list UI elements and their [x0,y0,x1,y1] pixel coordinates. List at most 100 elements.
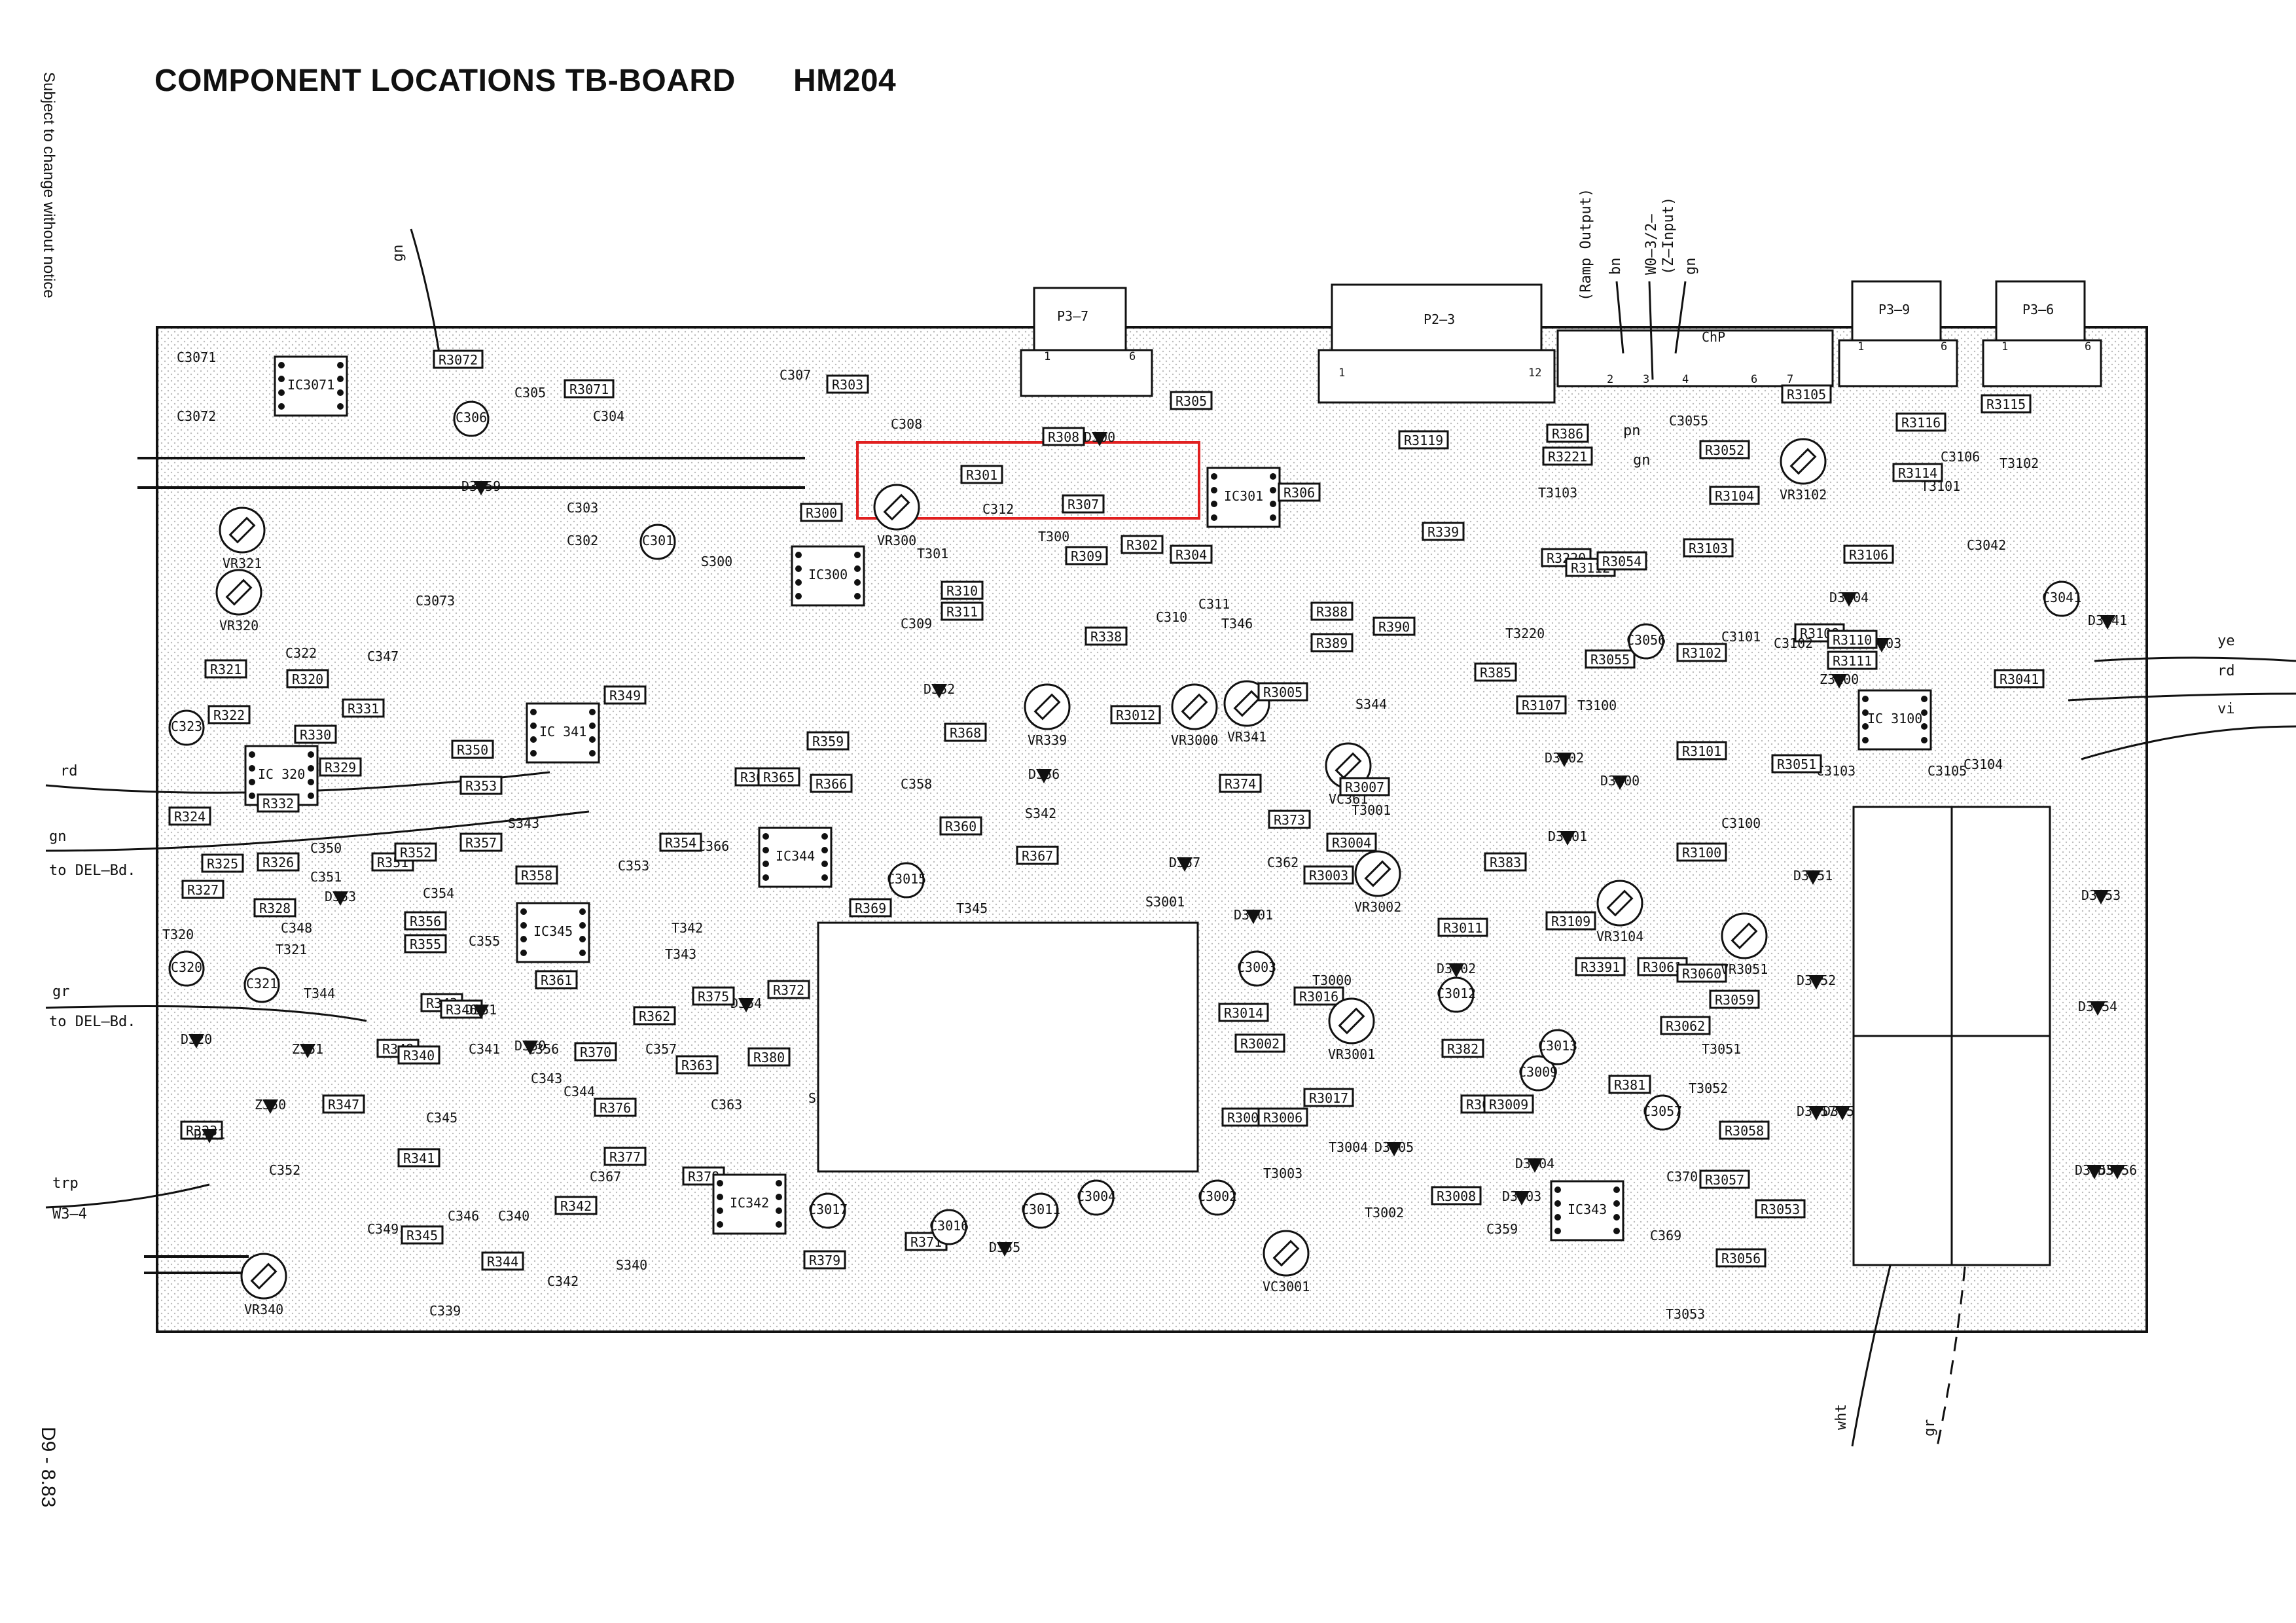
svg-text:C3012: C3012 [1437,986,1476,1001]
svg-text:R321: R321 [210,662,242,677]
svg-text:D354: D354 [730,995,762,1011]
component-vr340: VR340 [240,1253,287,1317]
component-r329: R329 [319,757,362,777]
component-c3100: C3100 [1721,815,1761,831]
component-r3062: R3062 [1660,1016,1711,1035]
svg-text:D350: D350 [514,1038,546,1054]
svg-text:R325: R325 [207,856,238,872]
svg-text:R3100: R3100 [1682,845,1721,861]
component-s342: S342 [1025,806,1056,821]
component-c342: C342 [547,1274,579,1289]
svg-text:T3051: T3051 [1702,1041,1741,1057]
component-vr3002: VR3002 [1354,850,1401,915]
svg-text:C3002: C3002 [1198,1188,1237,1204]
component-c350: C350 [310,840,342,856]
svg-text:T3103: T3103 [1538,485,1577,501]
svg-text:Z3100: Z3100 [1820,671,1859,687]
component-c347: C347 [367,649,399,664]
svg-text:R310: R310 [946,583,978,599]
component-c311: C311 [1198,596,1230,612]
component-c3071: C3071 [177,349,216,365]
component-r3057: R3057 [1699,1169,1750,1189]
component-c309: C309 [901,616,932,632]
component-ic344: IC344 [758,827,833,888]
svg-text:R359: R359 [812,734,844,749]
component-r382: R382 [1441,1039,1484,1058]
component-c341: C341 [469,1041,500,1057]
connector-p3-9-label: P3–9 [1878,302,1910,317]
component-c357: C357 [645,1041,677,1057]
svg-text:C370: C370 [1666,1169,1698,1185]
component-r339: R339 [1422,522,1465,541]
component-c3072: C3072 [177,408,216,424]
component-r3110: R3110 [1827,630,1878,649]
svg-text:T346: T346 [1221,616,1253,632]
board-fill [158,329,2145,1330]
component-r370: R370 [574,1042,617,1061]
svg-text:D3055: D3055 [2075,1162,2114,1178]
component-c323: C323 [168,709,205,746]
component-r331: R331 [342,698,385,718]
component-r379: R379 [803,1250,846,1270]
svg-text:R328: R328 [259,901,291,916]
svg-text:D357: D357 [1169,855,1200,870]
svg-text:W3–4: W3–4 [52,1206,87,1222]
svg-text:R353: R353 [465,778,497,794]
svg-text:6: 6 [1129,350,1136,363]
svg-text:IC343: IC343 [1568,1202,1607,1217]
component-r3102: R3102 [1676,643,1727,662]
svg-text:R367: R367 [1022,848,1053,864]
svg-text:gr: gr [52,984,70,1000]
component-r386: R386 [1546,423,1589,443]
svg-text:R3014: R3014 [1224,1005,1263,1021]
component-r373: R373 [1268,810,1311,829]
component-vr3104: VR3104 [1596,880,1643,944]
svg-text:R3103: R3103 [1689,541,1728,556]
svg-text:VR321: VR321 [223,556,262,571]
component-d355: D355 [989,1240,1020,1257]
svg-text:VC3001: VC3001 [1263,1279,1310,1294]
component-r377: R377 [603,1147,647,1166]
svg-text:C307: C307 [780,367,811,383]
svg-text:T3100: T3100 [1577,698,1617,713]
svg-text:T345: T345 [956,901,988,916]
svg-text:R3119: R3119 [1404,433,1443,448]
component-t342: T342 [672,920,703,936]
svg-text:C3004: C3004 [1077,1188,1116,1204]
component-c3015: C3015 [887,862,926,899]
svg-text:R3041: R3041 [2000,671,2039,687]
svg-text:R349: R349 [609,688,641,704]
component-d3059: D3059 [461,478,501,495]
component-r346: R346 [440,999,483,1019]
component-d357: D357 [1169,855,1200,872]
component-r389: R389 [1310,633,1354,652]
svg-text:(Ramp Output): (Ramp Output) [1578,188,1594,301]
svg-text:C357: C357 [645,1041,677,1057]
component-c321: C321 [243,967,280,1003]
svg-text:gn: gn [49,829,67,845]
svg-text:R356: R356 [410,914,441,929]
connector-p3-7: P3–7 1 6 [1020,287,1153,397]
component-c367: C367 [590,1169,621,1185]
svg-text:T3000: T3000 [1312,972,1352,988]
svg-text:R3102: R3102 [1682,645,1721,661]
svg-text:D321: D321 [194,1126,225,1142]
svg-text:R374: R374 [1225,776,1256,792]
svg-text:R338: R338 [1090,629,1122,645]
component-c3017: C3017 [808,1192,848,1229]
component-t3001: T3001 [1352,802,1391,818]
component-vc3001: VC3001 [1263,1230,1310,1294]
svg-text:C366: C366 [698,838,729,854]
component-r327: R327 [181,880,224,899]
component-r363: R363 [675,1055,719,1075]
component-d3002: D3002 [1437,961,1476,978]
svg-text:R3221: R3221 [1548,449,1587,465]
svg-text:C306: C306 [456,410,487,425]
component-t3052: T3052 [1689,1080,1728,1096]
svg-text:R389: R389 [1316,635,1348,651]
component-r325: R325 [201,853,244,873]
svg-text:R3016: R3016 [1299,989,1338,1005]
svg-text:C3009: C3009 [1518,1064,1558,1080]
component-r3009: R3009 [1483,1094,1534,1114]
component-r367: R367 [1016,846,1059,865]
